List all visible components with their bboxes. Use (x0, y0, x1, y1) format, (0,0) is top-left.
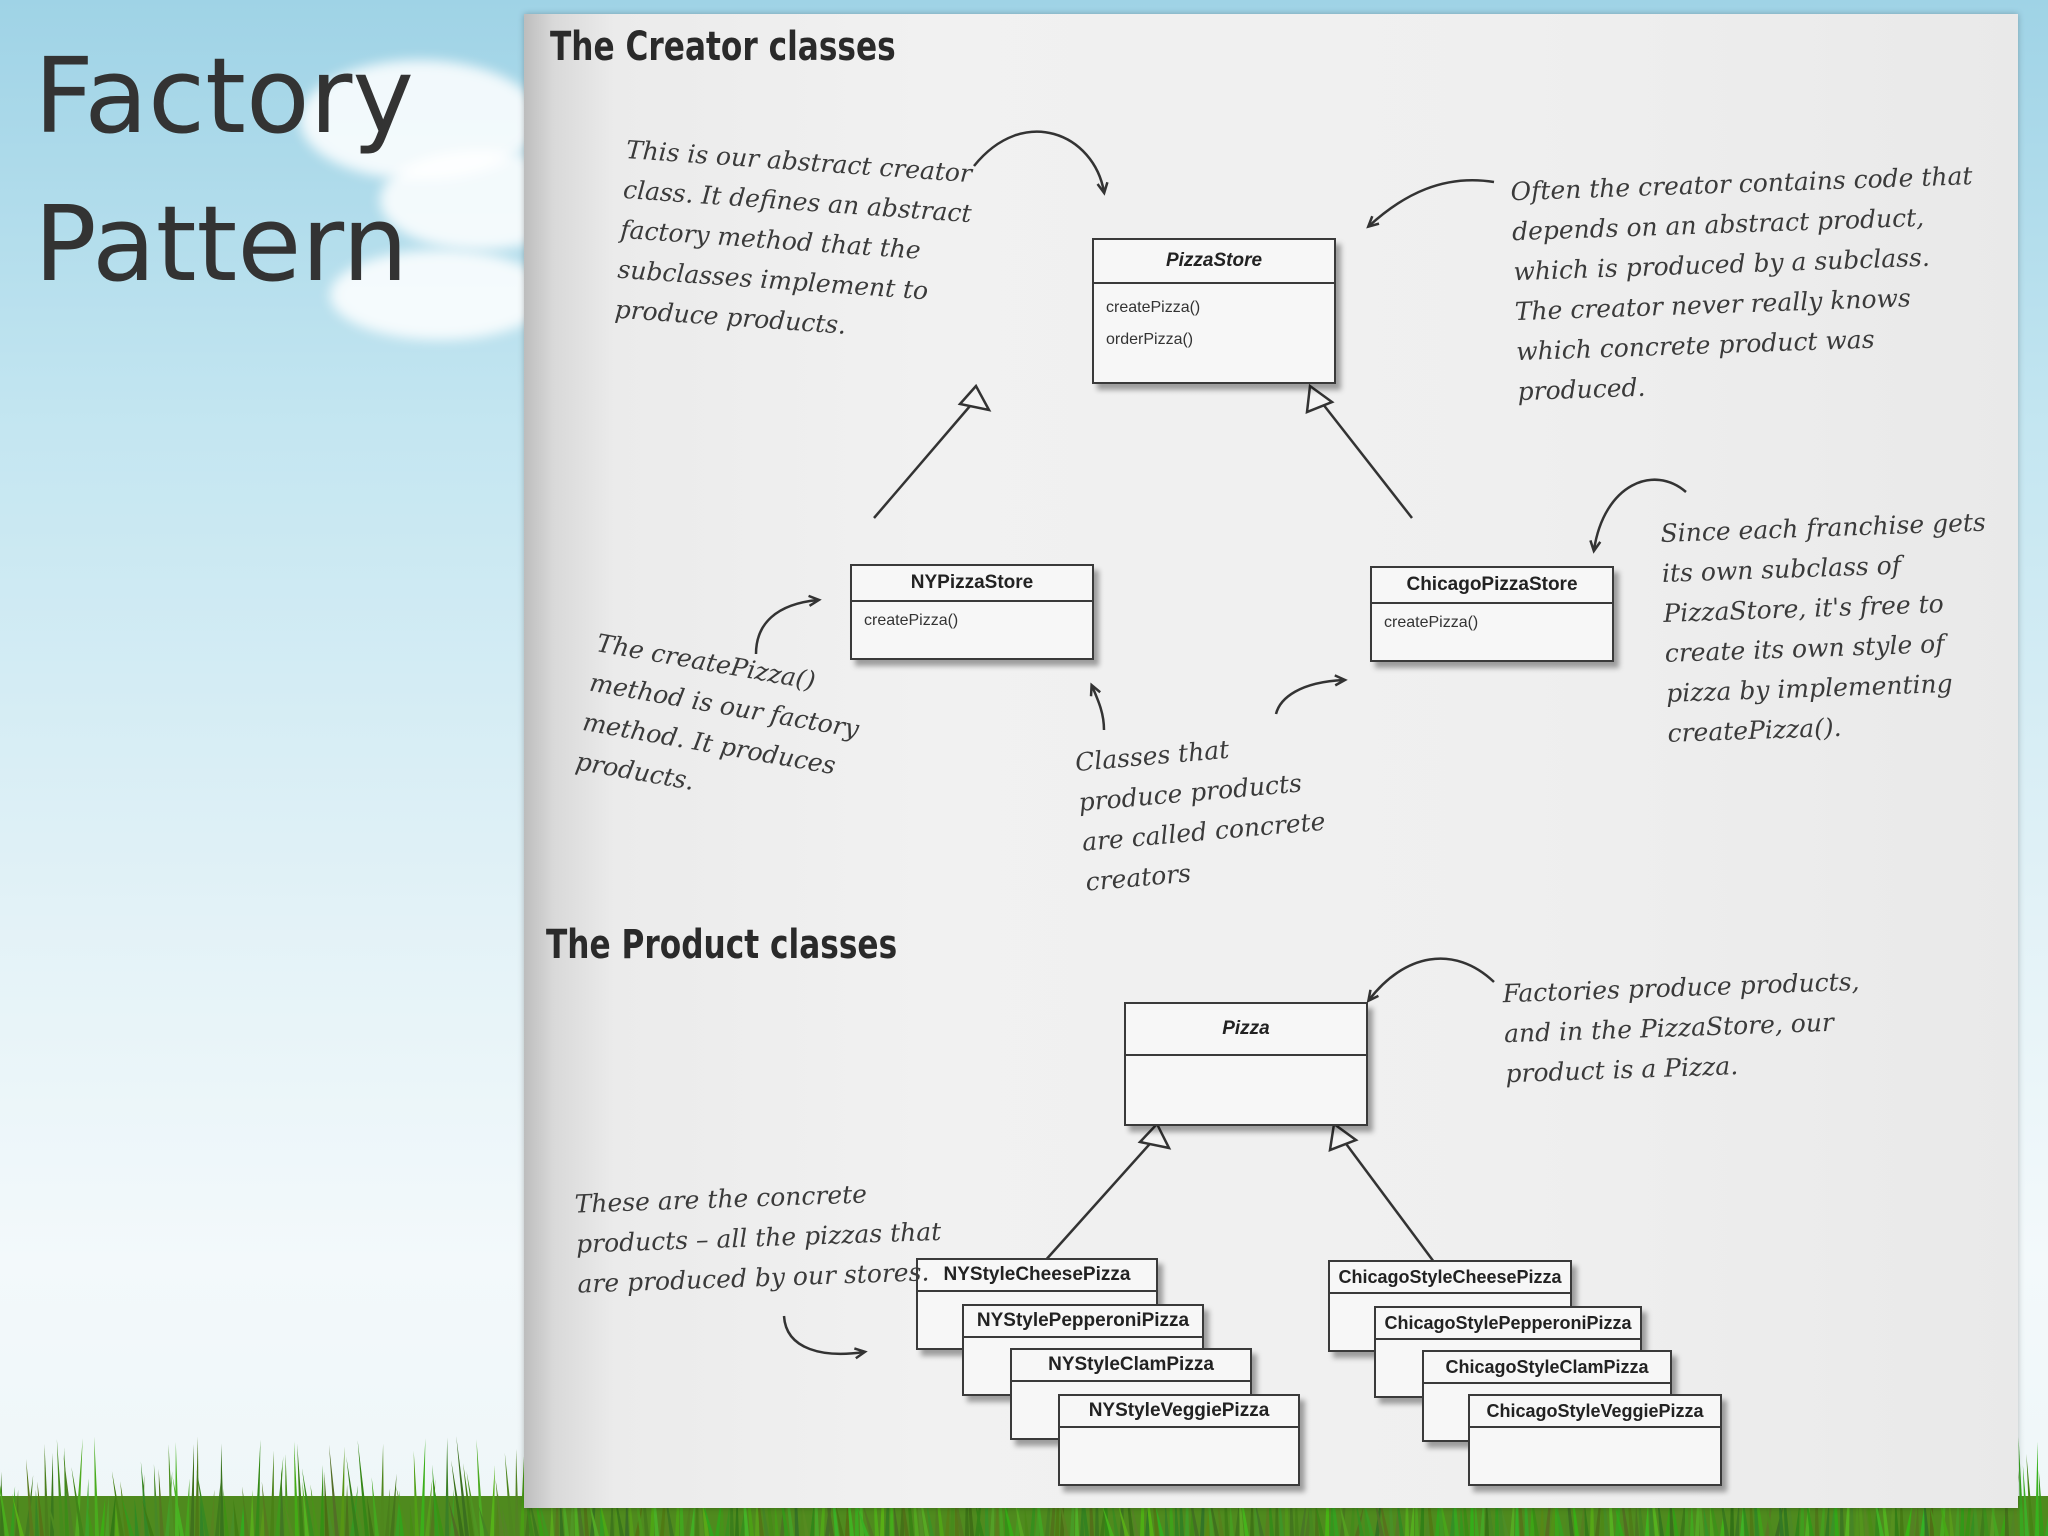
uml-class-pizza: Pizza (1124, 1002, 1368, 1126)
note-creator-code: Often the creator contains code that dep… (1510, 161, 1973, 407)
note-franchise: Since each franchise gets its own subcla… (1660, 507, 1987, 748)
class-methods: createPizza() (1372, 604, 1612, 642)
annotation-arrow (973, 130, 1109, 196)
class-name: PizzaStore (1094, 240, 1334, 284)
annotation-arrow (1089, 682, 1106, 731)
inheritance-line (1339, 1136, 1436, 1263)
class-name: NYStylePepperoniPizza (964, 1306, 1202, 1338)
note-abstract-creator: This is our abstract creator class. It d… (613, 135, 973, 340)
annotation-arrow (782, 1315, 868, 1360)
uml-class-chicagopizzastore: ChicagoPizzaStore createPizza() (1370, 566, 1614, 662)
class-methods: createPizza() (852, 602, 1092, 640)
uml-class-nypizzastore: NYPizzaStore createPizza() (850, 564, 1094, 660)
class-name: ChicagoStyleClamPizza (1424, 1352, 1670, 1384)
method-name: createPizza() (864, 612, 959, 629)
uml-class-chicago-veggie: ChicagoStyleVeggiePizza (1468, 1394, 1722, 1486)
class-name: ChicagoStyleVeggiePizza (1470, 1396, 1720, 1428)
inheritance-triangle (1137, 1121, 1172, 1150)
class-name: ChicagoPizzaStore (1372, 568, 1612, 604)
inheritance-triangle (957, 383, 992, 412)
method-name: createPizza() (1106, 299, 1201, 316)
inheritance-triangle (1305, 383, 1335, 414)
uml-class-ny-veggie: NYStyleVeggiePizza (1058, 1394, 1300, 1486)
class-name: ChicagoStyleCheesePizza (1330, 1262, 1570, 1294)
note-concrete-products: These are the concrete products – all th… (574, 1179, 942, 1299)
creator-section-title: The Creator classes (550, 24, 896, 70)
method-name: orderPizza() (1106, 331, 1194, 348)
note-concrete-creators: Classes that produce products are called… (1073, 734, 1327, 897)
class-name: Pizza (1126, 1004, 1366, 1056)
class-name: NYStyleClamPizza (1012, 1350, 1250, 1382)
inheritance-line (873, 398, 977, 519)
class-name: NYStyleCheesePizza (918, 1260, 1156, 1292)
note-factories: Factories produce products, and in the P… (1502, 966, 1860, 1089)
inheritance-triangle (1328, 1121, 1359, 1152)
slide-title: Factory Pattern (34, 35, 414, 305)
class-name: NYStyleVeggiePizza (1060, 1396, 1298, 1428)
uml-class-pizzastore: PizzaStore createPizza() orderPizza() (1092, 238, 1336, 384)
annotation-arrow (754, 594, 822, 655)
annotation-arrow (1366, 957, 1495, 1004)
product-section-title: The Product classes (546, 922, 898, 968)
inheritance-line (1043, 1136, 1157, 1263)
class-name: NYPizzaStore (852, 566, 1092, 602)
cloud-decoration (330, 250, 550, 340)
inheritance-line (1318, 398, 1413, 519)
annotation-arrow (1366, 179, 1495, 229)
class-name: ChicagoStylePepperoniPizza (1376, 1308, 1640, 1340)
class-methods: createPizza() orderPizza() (1094, 284, 1334, 364)
scanned-page: The Creator classes The Product classes … (524, 14, 2018, 1508)
method-name: createPizza() (1384, 614, 1479, 631)
annotation-arrow (1274, 674, 1348, 715)
